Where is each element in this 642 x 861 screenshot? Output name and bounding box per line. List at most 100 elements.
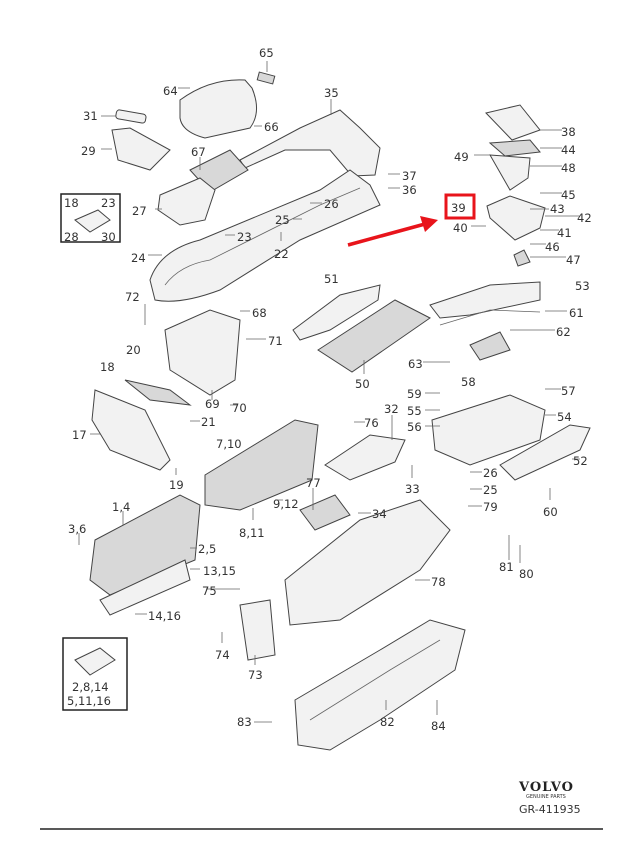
label-62[interactable]: 62 [556,325,571,339]
label-64[interactable]: 64 [163,84,178,98]
label-48[interactable]: 48 [561,161,576,175]
label-43[interactable]: 43 [550,202,565,216]
label-84[interactable]: 84 [431,719,446,733]
label-29[interactable]: 29 [81,144,96,158]
label-26[interactable]: 26 [324,197,339,211]
label-34[interactable]: 34 [372,507,387,521]
label-2-8-14[interactable]: 2,8,14 [72,680,109,694]
label-46[interactable]: 46 [545,240,560,254]
label-44[interactable]: 44 [561,143,576,157]
mat-77 [299,494,351,531]
label-2-5[interactable]: 2,5 [198,542,216,556]
cable-61 [439,309,541,326]
label-47[interactable]: 47 [566,253,581,267]
label-82[interactable]: 82 [380,715,395,729]
label-66[interactable]: 66 [264,120,279,134]
label-79[interactable]: 79 [483,500,498,514]
label-81[interactable]: 81 [499,560,514,574]
label-41[interactable]: 41 [557,226,572,240]
label-28[interactable]: 28 [64,230,79,244]
label-63[interactable]: 63 [408,357,423,371]
label-53[interactable]: 53 [575,279,590,293]
label-75[interactable]: 75 [202,584,217,598]
label-5-11-16[interactable]: 5,11,16 [67,694,111,708]
label-74[interactable]: 74 [215,648,230,662]
label-20[interactable]: 20 [126,343,141,357]
label-42[interactable]: 42 [577,211,592,225]
label-8-11[interactable]: 8,11 [239,526,265,540]
trim-53 [429,281,541,319]
label-14-16[interactable]: 14,16 [148,609,181,623]
label-70[interactable]: 70 [232,401,247,415]
label-24[interactable]: 24 [131,251,146,265]
main-console-78 [284,499,451,626]
cover-32 [324,434,406,481]
label-35[interactable]: 35 [324,86,339,100]
label-27[interactable]: 27 [132,204,147,218]
label-83[interactable]: 83 [237,715,252,729]
duct-62 [469,331,511,361]
seal-44 [488,139,541,157]
label-31[interactable]: 31 [83,109,98,123]
label-57[interactable]: 57 [561,384,576,398]
label-68[interactable]: 68 [252,306,267,320]
storage-tray-29 [111,127,171,171]
label-23[interactable]: 23 [237,230,252,244]
label-37[interactable]: 37 [402,169,417,183]
label-7-10[interactable]: 7,10 [216,437,242,451]
label-61[interactable]: 61 [569,306,584,320]
leader-lines [78,61,580,723]
label-45[interactable]: 45 [561,188,576,202]
label-69[interactable]: 69 [205,397,220,411]
label-13-15[interactable]: 13,15 [203,564,236,578]
label-80[interactable]: 80 [519,567,534,581]
label-19[interactable]: 19 [169,478,184,492]
label-52[interactable]: 52 [573,454,588,468]
label-51[interactable]: 51 [324,272,339,286]
label-18-inset[interactable]: 18 [64,196,79,210]
label-73[interactable]: 73 [248,668,263,682]
label-71[interactable]: 71 [268,334,283,348]
label-56[interactable]: 56 [407,420,422,434]
label-54[interactable]: 54 [557,410,572,424]
side-panel-17 [91,389,171,471]
label-32[interactable]: 32 [384,402,399,416]
label-77[interactable]: 77 [306,476,321,490]
gear-housing-39 [486,195,546,241]
label-25[interactable]: 25 [275,213,290,227]
bracket-73 [239,599,276,661]
label-78[interactable]: 78 [431,575,446,589]
support-58 [431,394,546,466]
label-38[interactable]: 38 [561,125,576,139]
label-60[interactable]: 60 [543,505,558,519]
label-58[interactable]: 58 [461,375,476,389]
label-17[interactable]: 17 [72,428,87,442]
label-25-b[interactable]: 25 [483,483,498,497]
bezel-27 [157,177,216,226]
label-21[interactable]: 21 [201,415,216,429]
part-shapes [89,71,591,751]
label-39[interactable]: 39 [451,201,466,215]
label-33[interactable]: 33 [405,482,420,496]
label-49[interactable]: 49 [454,150,469,164]
label-55[interactable]: 55 [407,404,422,418]
label-1-4[interactable]: 1,4 [112,500,130,514]
label-3-6[interactable]: 3,6 [68,522,86,536]
label-40[interactable]: 40 [453,221,468,235]
label-50[interactable]: 50 [355,377,370,391]
label-18[interactable]: 18 [100,360,115,374]
label-23-inset[interactable]: 23 [101,196,116,210]
label-72[interactable]: 72 [125,290,140,304]
label-65[interactable]: 65 [259,46,274,60]
label-22[interactable]: 22 [274,247,289,261]
trim-52 [499,424,591,481]
label-30[interactable]: 30 [101,230,116,244]
label-76[interactable]: 76 [364,416,379,430]
bracket-47 [513,249,531,267]
label-9-12[interactable]: 9,12 [273,497,299,511]
label-67[interactable]: 67 [191,145,206,159]
label-36[interactable]: 36 [402,183,417,197]
label-26-b[interactable]: 26 [483,466,498,480]
label-59[interactable]: 59 [407,387,422,401]
mat-50 [317,299,431,373]
